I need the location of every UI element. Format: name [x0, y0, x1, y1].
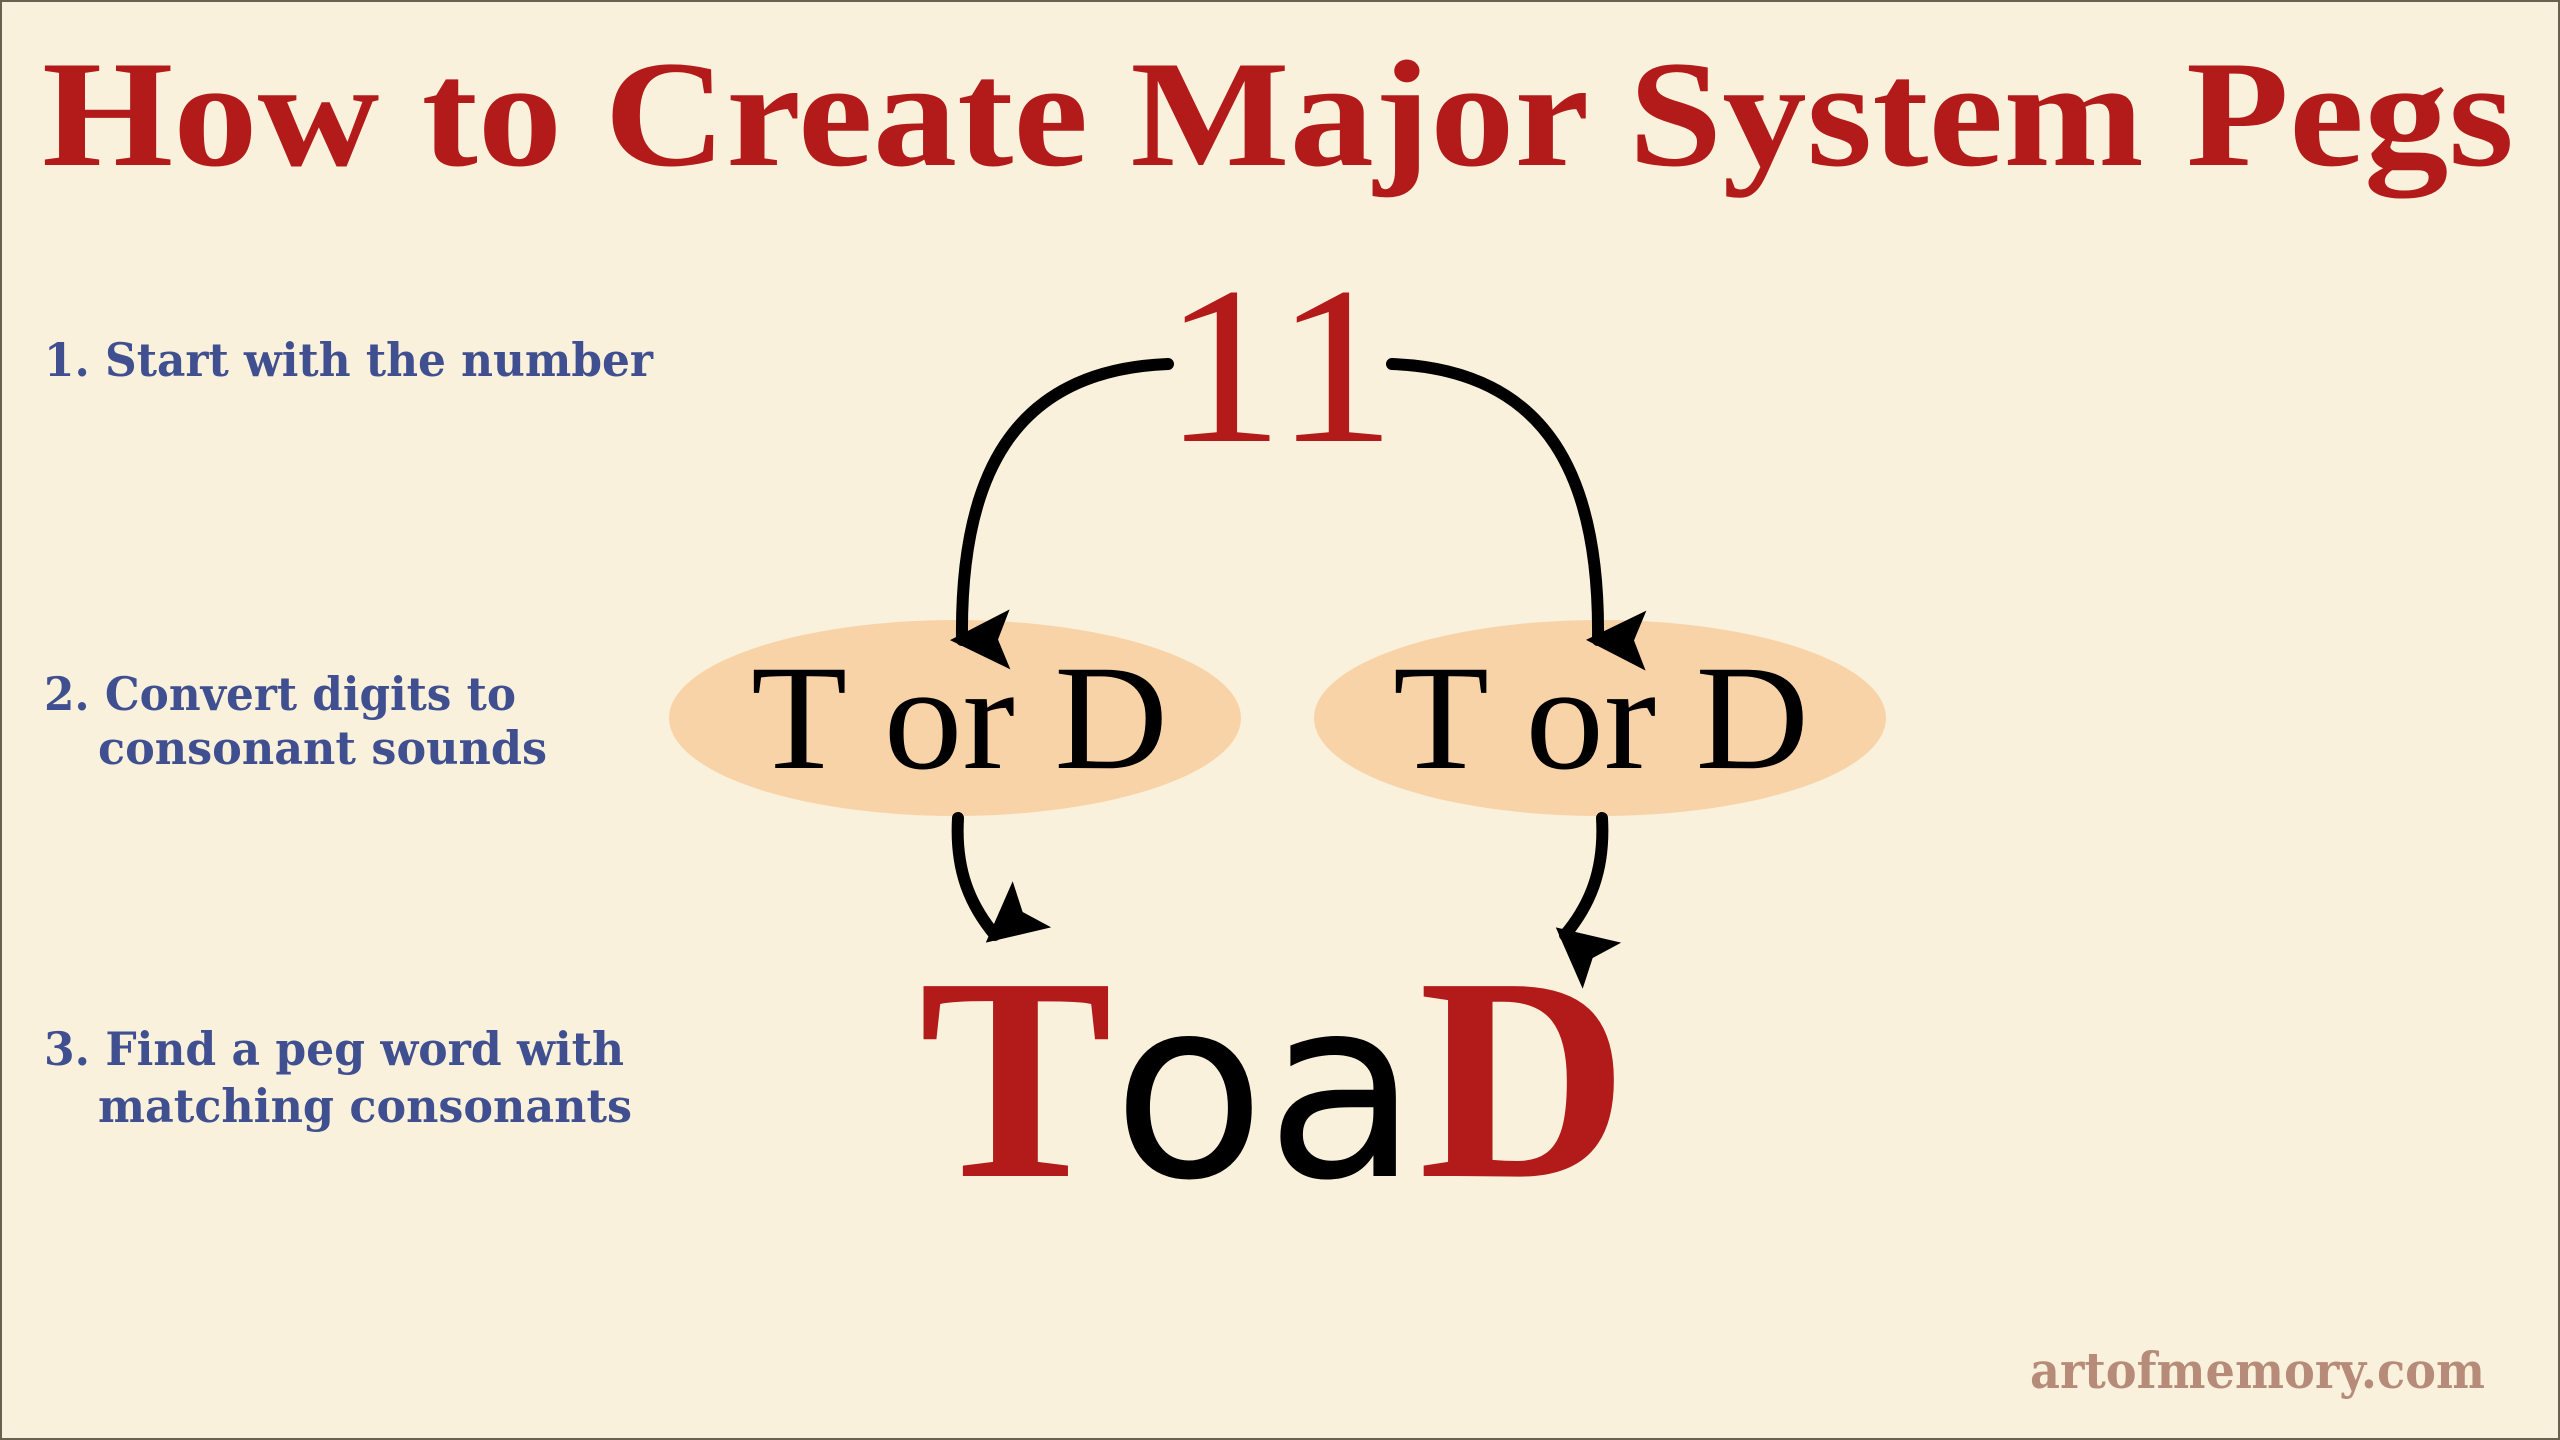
- arrow-down-icon: [1555, 812, 1622, 989]
- start-number: 11: [1163, 240, 1396, 490]
- sound-right: T or D: [1393, 635, 1809, 801]
- peg-word-middle: oa: [1112, 944, 1418, 1235]
- step-3-label-cont: matching consonants: [98, 1079, 632, 1133]
- sound-left: T or D: [751, 635, 1168, 801]
- peg-word-last: D: [1419, 918, 1628, 1239]
- peg-word: ToaD: [919, 918, 1628, 1239]
- sound-ellipse-right: [1314, 620, 1886, 816]
- arrow-down-icon: [950, 358, 1174, 670]
- step-2-label: 2. Convert digits to: [44, 667, 516, 721]
- step-2-label-cont: consonant sounds: [98, 721, 547, 775]
- peg-word-first: T: [919, 918, 1112, 1239]
- page-title: How to Create Major System Pegs: [42, 30, 2514, 199]
- arrow-down-icon: [951, 812, 1052, 943]
- arrow-down-icon: [1386, 358, 1647, 671]
- sound-ellipse-left: [669, 620, 1241, 816]
- footer-site-link[interactable]: artofmemory.com: [2030, 1341, 2485, 1400]
- step-1-label: 1. Start with the number: [44, 333, 654, 387]
- step-3-label: 3. Find a peg word with: [44, 1022, 624, 1076]
